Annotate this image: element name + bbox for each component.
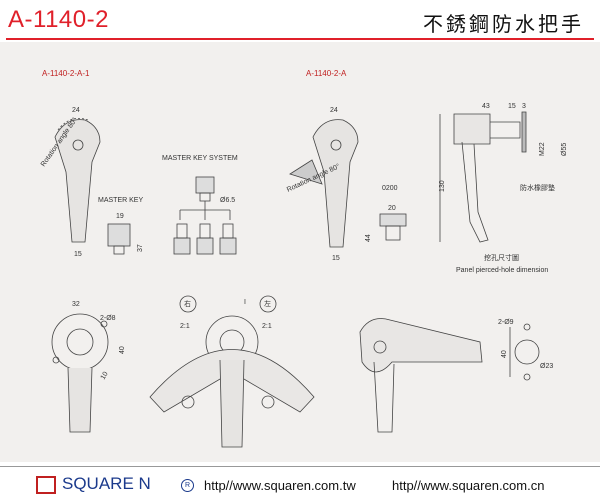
dim-20: 20 bbox=[388, 205, 396, 212]
drawing-canvas: A-1140-2-A-1 A-1140-2-A MASTER KEY SYSTE… bbox=[39, 69, 568, 448]
dim-40-b: 40 bbox=[501, 350, 508, 358]
right-mark: 右 bbox=[184, 299, 191, 308]
url-tw-link[interactable]: http//www.squaren.com.tw bbox=[204, 478, 356, 493]
dim-15-b: 15 bbox=[332, 255, 340, 262]
product-name: 不銹鋼防水把手 bbox=[423, 12, 584, 36]
left-mark: 左 bbox=[264, 299, 271, 308]
dim-m22: M22 bbox=[539, 142, 546, 156]
ratio-2-1-left: 2:1 bbox=[262, 323, 272, 330]
dim-32: 32 bbox=[72, 301, 80, 308]
dim-24-a: 24 bbox=[72, 107, 80, 114]
dim-40-a: 40 bbox=[119, 346, 126, 354]
ratio-2-1-right: 2:1 bbox=[180, 323, 190, 330]
panel-cut-title-cn: 挖孔尺寸圖 bbox=[484, 253, 519, 262]
footer: SQUARE N R http//www.squaren.com.tw http… bbox=[0, 470, 600, 500]
page-title: A-1140-2 bbox=[8, 6, 109, 33]
url-cn-link[interactable]: http//www.squaren.com.cn bbox=[392, 478, 545, 493]
dim-phi-55: Ø55 bbox=[561, 143, 568, 156]
view-a1-label: A-1140-2-A-1 bbox=[42, 69, 90, 78]
header-divider bbox=[6, 38, 594, 40]
key-code-0200: 0200 bbox=[382, 185, 398, 192]
registered-mark: R bbox=[181, 479, 194, 492]
dim-15-c: 15 bbox=[508, 103, 516, 110]
dim-15-a: 15 bbox=[74, 251, 82, 258]
dim-2-phi-9: 2-Ø9 bbox=[498, 319, 514, 326]
dim-phi-23: Ø23 bbox=[540, 363, 553, 370]
master-key-label: MASTER KEY bbox=[98, 197, 143, 204]
dim-130: 130 bbox=[439, 180, 446, 192]
brand-logo-icon bbox=[36, 476, 56, 494]
technical-drawing: A-1140-2-A-1 A-1140-2-A MASTER KEY SYSTE… bbox=[0, 42, 600, 462]
dim-43: 43 bbox=[482, 103, 490, 110]
brand-name: SQUARE N bbox=[62, 474, 151, 493]
dim-3: 3 bbox=[522, 103, 526, 110]
view-a-label: A-1140-2-A bbox=[306, 69, 347, 78]
footer-divider bbox=[0, 466, 600, 467]
panel-cut-title-en: Panel pierced-hole dimension bbox=[456, 267, 548, 274]
detail-mark-i: I bbox=[244, 299, 246, 306]
dim-2-phi-8: 2-Ø8 bbox=[100, 315, 116, 322]
dim-phi-6-5: Ø6.5 bbox=[220, 197, 235, 204]
gasket-label: 防水橡膠墊 bbox=[520, 183, 555, 192]
dim-19: 19 bbox=[116, 213, 124, 220]
dim-24-b: 24 bbox=[330, 107, 338, 114]
dim-37: 37 bbox=[137, 244, 144, 252]
dim-44: 44 bbox=[365, 234, 372, 242]
master-key-system-label: MASTER KEY SYSTEM bbox=[162, 155, 238, 162]
dim-10: 10 bbox=[100, 371, 110, 381]
